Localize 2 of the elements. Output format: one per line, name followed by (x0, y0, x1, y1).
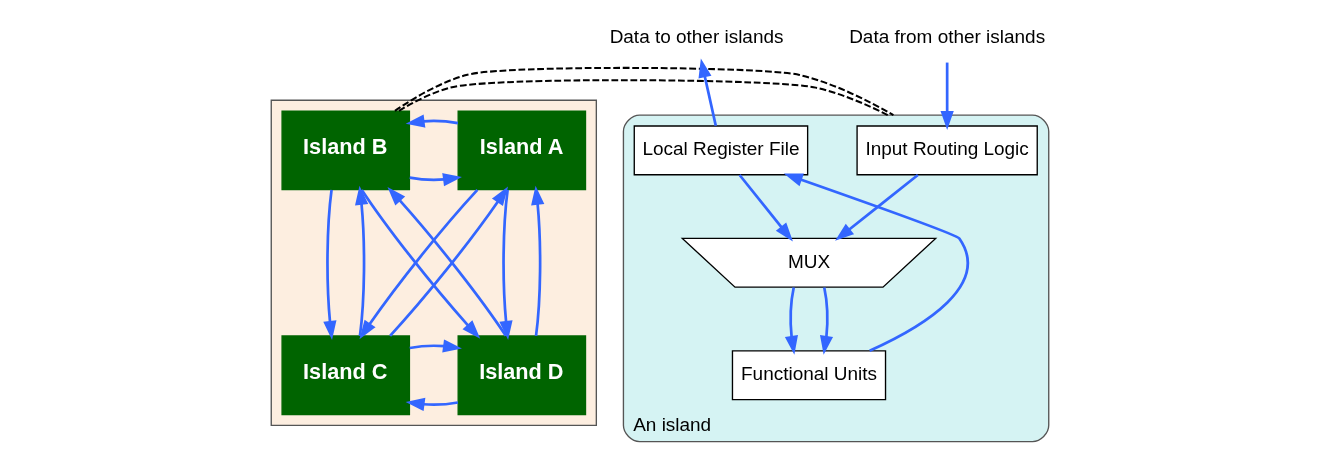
node-text: Data from other islands (849, 25, 1046, 47)
node-text: Data to other islands (609, 25, 784, 47)
